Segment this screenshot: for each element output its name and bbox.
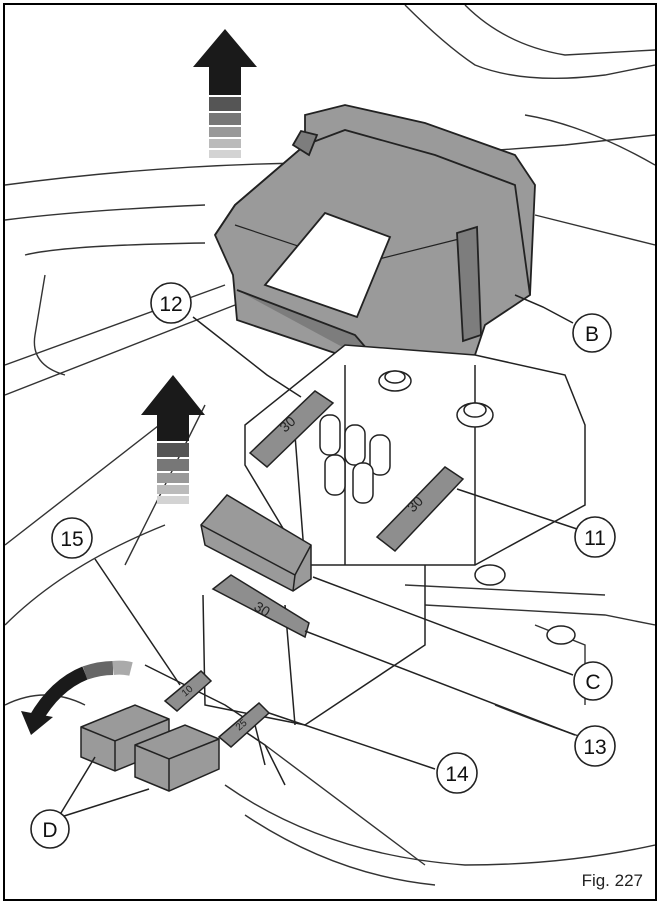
svg-text:12: 12 [159, 293, 182, 316]
callout-B: B [572, 313, 612, 353]
callout-11: 11 [574, 516, 616, 558]
fuse-15: 10 [163, 669, 213, 712]
fusebox-base [144, 344, 586, 786]
svg-text:14: 14 [445, 763, 469, 786]
callout-C: C [573, 661, 613, 701]
open-cap-curved-arrow-icon [21, 660, 133, 735]
fuse-caps-d [80, 704, 220, 792]
callout-15: 15 [51, 517, 93, 559]
callout-12: 12 [150, 282, 192, 324]
fuse-12: 30 [248, 390, 335, 469]
fuse-13: 30 [211, 574, 310, 639]
callout-14: 14 [436, 752, 478, 794]
fuse-holder-c [200, 494, 312, 592]
svg-text:15: 15 [60, 528, 83, 551]
remove-fuse-arrow-icon [141, 375, 205, 504]
fuse-11: 30 [375, 466, 465, 553]
svg-text:B: B [585, 323, 599, 346]
fuse-13-rating: 30 [251, 598, 273, 620]
callout-13: 13 [574, 725, 616, 767]
fusebox-diagram: 30 30 30 10 25 [5, 5, 655, 886]
fuse-14: 25 [217, 701, 271, 748]
leader-lines [60, 294, 578, 818]
svg-text:C: C [585, 671, 600, 694]
terminal-bolts [319, 370, 576, 645]
fusebox-cover [213, 104, 536, 371]
callout-D: D [30, 809, 70, 849]
svg-text:11: 11 [584, 527, 606, 550]
figure-frame: 30 30 30 10 25 [3, 3, 657, 901]
figure-caption: Fig. 227 [581, 871, 643, 890]
svg-text:D: D [42, 819, 57, 842]
remove-cover-arrow-icon [193, 29, 257, 158]
svg-text:13: 13 [583, 736, 606, 759]
